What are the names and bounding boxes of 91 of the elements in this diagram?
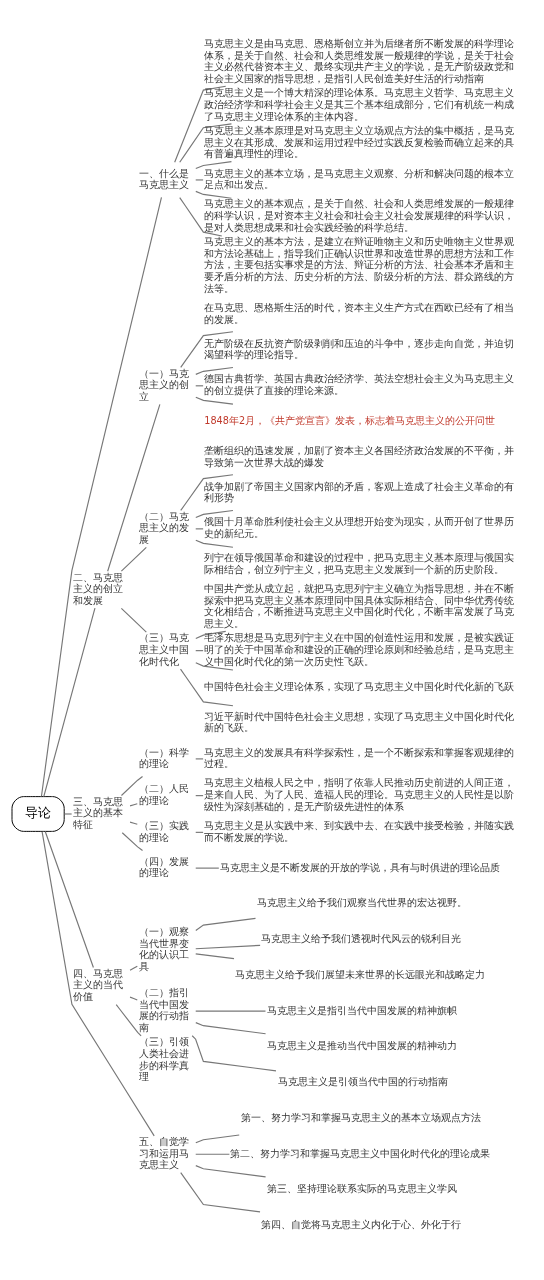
node-text: （三）实践的理论 (138, 819, 189, 843)
node-text: 马克思主义是一个博大精深的理论体系。马克思主义哲学、马克思主义政治经济学和科学社会主义是其三个基本组成部分，它们有机统一构成了马克思主义理论体系的主体内容。 (204, 86, 515, 122)
connector (41, 830, 155, 1136)
node-text: 第二、努力学习和掌握马克思主义中国化时代化的理论成果 (230, 1147, 491, 1159)
connector (179, 196, 223, 237)
node-text: 五、自觉学习和运用马克思主义 (138, 1135, 189, 1170)
node-text: 马克思主义给予我们展望未来世界的长远眼光和战略定力 (235, 968, 486, 980)
node-text: 马克思主义是不断发展的开放的学说，具有与时俱进的理论品质 (219, 861, 500, 873)
connector (120, 546, 147, 572)
connector (195, 630, 227, 639)
connector (121, 831, 144, 851)
connector (174, 85, 227, 163)
node-text: （二）马克思主义的发展 (138, 510, 189, 545)
connector (195, 1010, 267, 1012)
node-text: 列宁在领导俄国革命和建设的过程中，把马克思主义基本原理与俄国实际相结合，创立列宁主义，把马克思主义发展到一个新的历史阶段。 (204, 551, 515, 575)
node-text: 四、马克思主义的当代价值 (72, 967, 123, 1002)
node-text: （一）马克思主义的创立 (138, 367, 189, 402)
connector (43, 607, 96, 797)
node-text: 德国古典哲学、英国古典政治经济学、英法空想社会主义为马克思主义的创立提供了直接的理论来源。 (204, 372, 515, 396)
node-text: 马克思主义给予我们透视时代风云的锐利目光 (261, 932, 462, 944)
node-text: 马克思主义的基本方法，是建立在辩证唯物主义和历史唯物主义世界观和方法论基础上，指导我们正确认识世界和改造世界的思想方法和工作方法，主要包括实事求是的方法、辩证分析的方法、社会基本矛盾和主要矛盾分析的方法、历史分析的方法、阶级分析的方法、群众路线的方法等。 (204, 235, 515, 294)
connector (107, 403, 161, 572)
node-text: 毛泽东思想是马克思列宁主义在中国的创造性运用和发展，是被实践证明了的关于中国革命和建设的正确的理论原则和经验总结，是马克思主义中国化时代化的第一次历史性飞跃。 (204, 631, 515, 667)
node-text: （二）指引当代中国发展的行动指南 (138, 986, 189, 1033)
node-text: （一）观察当代世界变化的认识工具 (138, 925, 189, 972)
connector (195, 867, 220, 869)
connector (191, 1034, 277, 1071)
connector (179, 668, 234, 706)
connector (195, 952, 235, 959)
connector (195, 757, 204, 759)
node-text: 马克思主义基本原理是对马克思主义立场观点方法的集中概括，是马克思主义在其形成、发展和运用过程中经过实践反复检验而确立起来的具有普遍真理性的理论。 (204, 124, 515, 159)
connector (195, 917, 257, 931)
connector (195, 1021, 267, 1034)
node-text: 马克思主义的基本立场，是马克思主义观察、分析和解决问题的根本立足点和出发点。 (204, 167, 515, 190)
connector (195, 160, 233, 169)
connector (195, 527, 204, 529)
connector (180, 473, 234, 511)
node-text: 马克思主义是指引当代中国发展的精神旗帜 (267, 1004, 458, 1016)
connector (195, 396, 234, 405)
node-text: 中国共产党从成立起，就把马克思列宁主义确立为指导思想，并在不断探索中把马克思主义基本原理同中国具体实际相结合、同中华优秀传统文化相结合，不断推进马克思主义中国化时代化，不断丰富发展了马克思主义。 (204, 582, 515, 629)
connector (195, 1153, 230, 1155)
node-text: （二）人民的理论 (138, 782, 189, 806)
node-text: （四）发展的理论 (138, 855, 189, 878)
node-text: 垄断组织的迅速发展，加剧了资本主义各国经济政治发展的不平衡，并导致第一次世界大战的爆发 (204, 444, 515, 468)
node-text: 马克思主义给予我们观察当代世界的宏达视野。 (256, 896, 467, 908)
connector (44, 830, 94, 968)
node-text: 马克思主义是推动当代中国发展的精神动力 (267, 1039, 458, 1051)
node-text: 马克思主义的基本观点，是关于自然、社会和人类思维发展的一般规律的科学认识，是对资本主义社会和社会主义社会发展规律的科学认识，是对人类思想成果和社会实践经验的科学总结。 (204, 197, 515, 233)
node-text: 二、马克思主义的创立和发展 (72, 571, 123, 606)
connector (120, 607, 147, 633)
connector (195, 1133, 240, 1143)
connector (63, 812, 73, 815)
node-text: 第四、自觉将马克思主义内化于心、外化于行 (261, 1218, 462, 1230)
node-text: 在马克思、恩格斯生活的时代，资本主义生产方式在西欧已经有了相当的发展。 (204, 301, 515, 325)
node-text: 马克思主义的发展具有科学探索性，是一个不断探索和掌握客观规律的过程。 (204, 746, 515, 769)
connector (129, 821, 138, 825)
connector (40, 196, 163, 797)
node-text: 马克思主义是由马克思、恩格斯创立并为后继者所不断发展的科学理论体系，是关于自然、社会和人类思维发展一般规律的学说，是关于社会主义必然代替资本主义、最终实现共产主义的学说，是无产阶级政党和社会主义国家的指导思想，是指引人民创造美好生活的行动指南 (204, 37, 515, 84)
connector (179, 122, 233, 163)
connector (180, 1171, 261, 1212)
node-text: 三、马克思主义的基本特征 (72, 795, 123, 830)
node-text: 第一、努力学习和掌握马克思主义的基本立场观点方法 (241, 1111, 482, 1123)
node-text: 马克思主义植根人民之中，指明了依靠人民推动历史前进的人间正道，是来自人民、为了人民、造福人民的理论。马克思主义的人民性是以阶级性为深刻基础的，是无产阶级先进性的体系 (204, 776, 515, 812)
node-text: 1848年2月，《共产党宣言》发表，标志着马克思主义的公开问世 (204, 414, 496, 426)
node-text: 习近平新时代中国特色社会主义思想，实现了马克思主义中国化时代化新的飞跃。 (204, 710, 515, 733)
node-text: 战争加剧了帝国主义国家内部的矛盾，客观上造成了社会主义革命的有利形势 (204, 480, 515, 503)
connector (129, 965, 138, 971)
connector (195, 366, 234, 375)
node-text: 俄国十月革命胜利使社会主义从理想开始变为现实，从而开创了世界历史的新纪元。 (204, 515, 515, 539)
node-text: 第三、坚持理论联系实际的马克思主义学风 (267, 1182, 458, 1194)
node-text: 无产阶级在反抗资产阶级剥削和压迫的斗争中，逐步走向自觉，并迫切渴望科学的理论指导。 (204, 337, 515, 360)
connector (195, 509, 234, 518)
connector (195, 190, 233, 199)
node-text: （三）引领人类社会进步的科学真理 (138, 1035, 189, 1082)
node-text: 中国特色社会主义理论体系，实现了马克思主义中国化时代化新的飞跃 (204, 680, 515, 692)
connector (195, 539, 234, 548)
connector (129, 802, 138, 806)
node-box: 导论 (11, 795, 65, 832)
connector (195, 944, 261, 949)
connector (120, 775, 144, 796)
node-text: （三）马克思主义中国化时代化 (138, 631, 189, 667)
node-text: 马克思主义是引领当代中国的行动指南 (277, 1075, 448, 1087)
connector (195, 1164, 267, 1177)
node-text: （一）科学的理论 (138, 746, 189, 769)
node-text: 马克思主义是从实践中来、到实践中去、在实践中接受检验，并随实践而不断发展的学说。 (204, 819, 515, 843)
connector (129, 996, 138, 1001)
connector (115, 1003, 142, 1036)
connector (195, 178, 204, 181)
connector (195, 661, 234, 671)
connector (180, 330, 234, 368)
node-text: 一、什么是马克思主义 (138, 167, 189, 190)
